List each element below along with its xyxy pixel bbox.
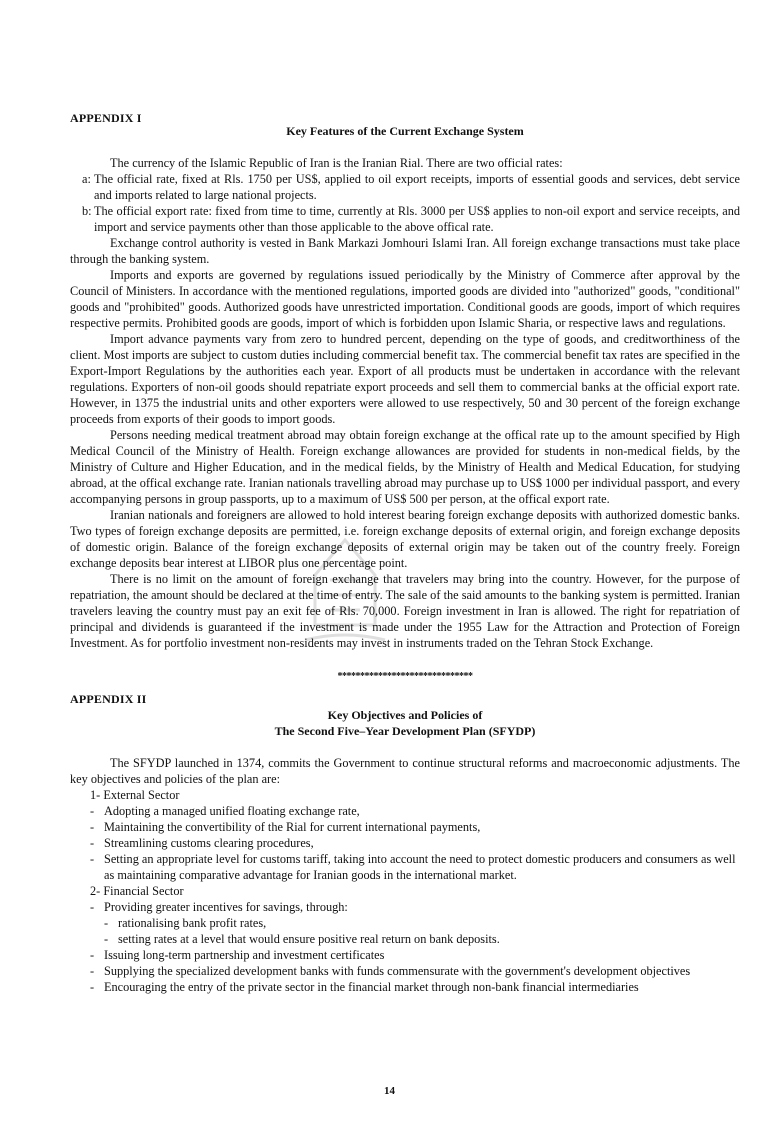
separator: ****************************** <box>337 671 474 682</box>
list-item: -Maintaining the convertibility of the R… <box>90 819 740 835</box>
list-item: -Streamlining customs clearing procedure… <box>90 835 740 851</box>
bullet: - <box>90 964 95 978</box>
item-text: Adopting a managed unified floating exch… <box>104 804 360 818</box>
paragraph: There is no limit on the amount of forei… <box>70 572 740 650</box>
list-item: -Encouraging the entry of the private se… <box>90 979 740 995</box>
item-text: Maintaining the convertibility of the Ri… <box>104 820 481 834</box>
appendix-1-title: Key Features of the Current Exchange Sys… <box>286 124 524 138</box>
item-text: Providing greater incentives for savings… <box>104 900 348 914</box>
list-subitem: -setting rates at a level that would ens… <box>90 931 740 947</box>
list-item: -Adopting a managed unified floating exc… <box>90 803 740 819</box>
bullet: - <box>90 820 95 834</box>
list-item: -Providing greater incentives for saving… <box>90 899 740 915</box>
paragraph: Exchange control authority is vested in … <box>70 236 740 266</box>
section-heading: 2- Financial Sector <box>90 884 184 898</box>
objectives-list: 1- External Sector -Adopting a managed u… <box>70 787 740 995</box>
item-text: Issuing long-term partnership and invest… <box>104 948 385 962</box>
page-number: 14 <box>384 1085 395 1097</box>
item-text: Encouraging the entry of the private sec… <box>104 980 639 994</box>
paragraph: Iranian nationals and foreigners are all… <box>70 508 740 570</box>
list-item: -Setting an appropriate level for custom… <box>90 851 740 883</box>
bullet: - <box>90 852 95 866</box>
appendix-1-label: APPENDIX I <box>70 111 142 125</box>
item-marker: b: <box>82 204 92 218</box>
item-text: Streamlining customs clearing procedures… <box>104 836 314 850</box>
section-heading: 1- External Sector <box>90 788 180 802</box>
item-text: The official export rate: fixed from tim… <box>94 204 740 234</box>
paragraph: The SFYDP launched in 1374, commits the … <box>70 756 740 786</box>
item-text: setting rates at a level that would ensu… <box>118 932 500 946</box>
bullet: - <box>104 932 109 946</box>
appendix-2-title-line-1: Key Objectives and Policies of <box>327 708 483 722</box>
list-item: -Supplying the specialized development b… <box>90 963 740 979</box>
list-item: a: The official rate, fixed at Rls. 1750… <box>70 171 740 203</box>
item-text: Supplying the specialized development ba… <box>104 964 691 978</box>
list-item: -Issuing long-term partnership and inves… <box>90 947 740 963</box>
list-item: b: The official export rate: fixed from … <box>70 203 740 235</box>
item-text: Setting an appropriate level for customs… <box>104 852 736 882</box>
bullet: - <box>90 836 95 850</box>
item-marker: a: <box>82 172 91 186</box>
appendix-2-label: APPENDIX II <box>70 692 147 706</box>
bullet: - <box>104 916 109 930</box>
watermark-logo <box>304 537 386 642</box>
item-text: rationalising bank profit rates, <box>118 916 267 930</box>
item-text: The official rate, fixed at Rls. 1750 pe… <box>94 172 740 202</box>
paragraph: Imports and exports are governed by regu… <box>70 268 740 330</box>
bullet: - <box>90 980 95 994</box>
document-page: APPENDIX I Key Features of the Current E… <box>70 110 740 995</box>
bullet: - <box>90 948 95 962</box>
list-subitem: -rationalising bank profit rates, <box>90 915 740 931</box>
bullet: - <box>90 804 95 818</box>
appendix-2-title-line-2: The Second Five–Year Development Plan (S… <box>274 724 536 738</box>
paragraph: Import advance payments vary from zero t… <box>70 332 740 426</box>
paragraph: Persons needing medical treatment abroad… <box>70 428 740 506</box>
bullet: - <box>90 900 95 914</box>
paragraph: The currency of the Islamic Republic of … <box>110 156 563 170</box>
